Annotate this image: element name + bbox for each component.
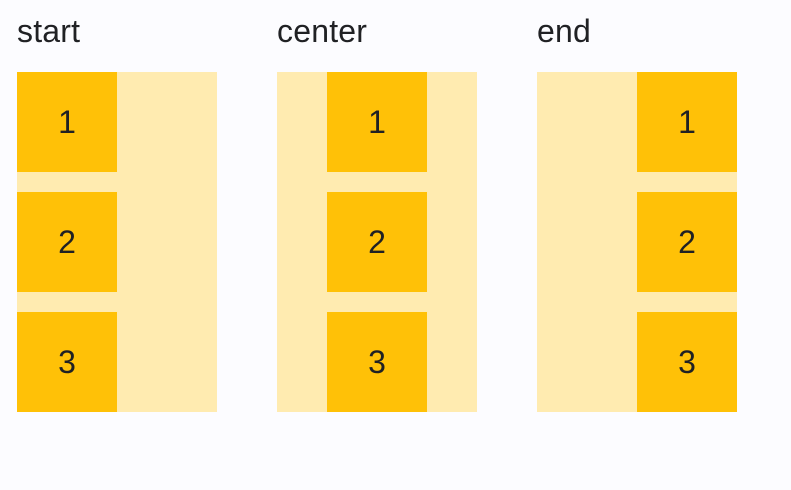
flex-item: 3 [17,312,117,412]
example-label: end [537,13,591,49]
example-center: center 1 2 3 [277,13,477,412]
examples-row: start 1 2 3 center 1 2 3 end 1 2 3 [17,13,737,412]
example-start: start 1 2 3 [17,13,217,412]
flex-item: 2 [637,192,737,292]
flex-container: 1 2 3 [277,72,477,412]
flex-item: 1 [327,72,427,172]
flex-container: 1 2 3 [537,72,737,412]
example-label: start [17,13,81,49]
flex-item: 1 [17,72,117,172]
flex-item: 3 [637,312,737,412]
flex-item: 1 [637,72,737,172]
example-end: end 1 2 3 [537,13,737,412]
flex-container: 1 2 3 [17,72,217,412]
flex-item: 2 [17,192,117,292]
flex-item: 2 [327,192,427,292]
example-label: center [277,13,368,49]
flex-item: 3 [327,312,427,412]
